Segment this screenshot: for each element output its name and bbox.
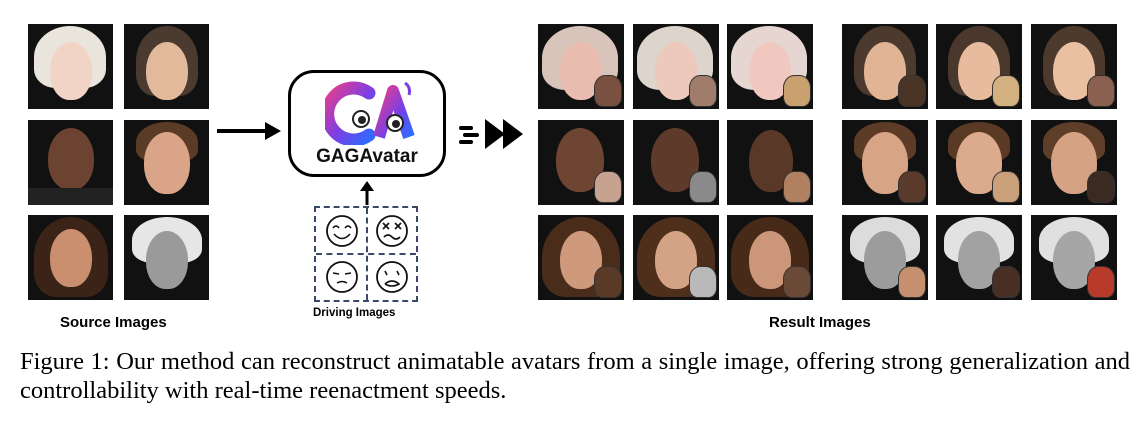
gagavatar-logo-text: GAGAvatar: [316, 146, 418, 167]
result-image: [936, 120, 1022, 205]
surprised-face-icon: [376, 261, 408, 293]
dizzy-face-icon: [376, 215, 408, 247]
source-image-woman-dark-hair: [28, 215, 113, 300]
driving-images-label: Driving Images: [313, 307, 396, 319]
source-image-blonde-woman: [28, 24, 113, 109]
result-image: [936, 24, 1022, 109]
result-image: [633, 215, 719, 300]
result-image: [727, 120, 813, 205]
result-image: [1031, 120, 1117, 205]
result-image: [842, 24, 928, 109]
result-image: [936, 215, 1022, 300]
result-image: [538, 24, 624, 109]
result-image: [633, 120, 719, 205]
model-logo-box: GAGAvatar: [288, 70, 446, 177]
up-arrow-icon: [360, 181, 374, 205]
source-image-man-white-hair: [124, 215, 209, 300]
figure-caption: Figure 1: Our method can reconstruct ani…: [20, 348, 1130, 404]
sleepy-face-icon: [326, 261, 358, 293]
driving-images-grid: [314, 206, 418, 302]
result-images-label: Result Images: [769, 314, 871, 331]
source-images-label: Source Images: [60, 314, 167, 331]
result-image: [1031, 24, 1117, 109]
result-image: [538, 215, 624, 300]
fast-forward-icon: [459, 119, 523, 149]
right-arrow-icon: [217, 122, 281, 140]
result-image: [842, 215, 928, 300]
smile-face-icon: [326, 215, 358, 247]
source-image-man-brown-hair: [124, 120, 209, 205]
source-image-man-suit: [28, 120, 113, 205]
result-image: [633, 24, 719, 109]
gagavatar-logo-icon: [325, 81, 415, 145]
result-image: [538, 120, 624, 205]
source-image-asian-woman: [124, 24, 209, 109]
result-image: [842, 120, 928, 205]
result-image: [1031, 215, 1117, 300]
result-image: [727, 24, 813, 109]
result-image: [727, 215, 813, 300]
